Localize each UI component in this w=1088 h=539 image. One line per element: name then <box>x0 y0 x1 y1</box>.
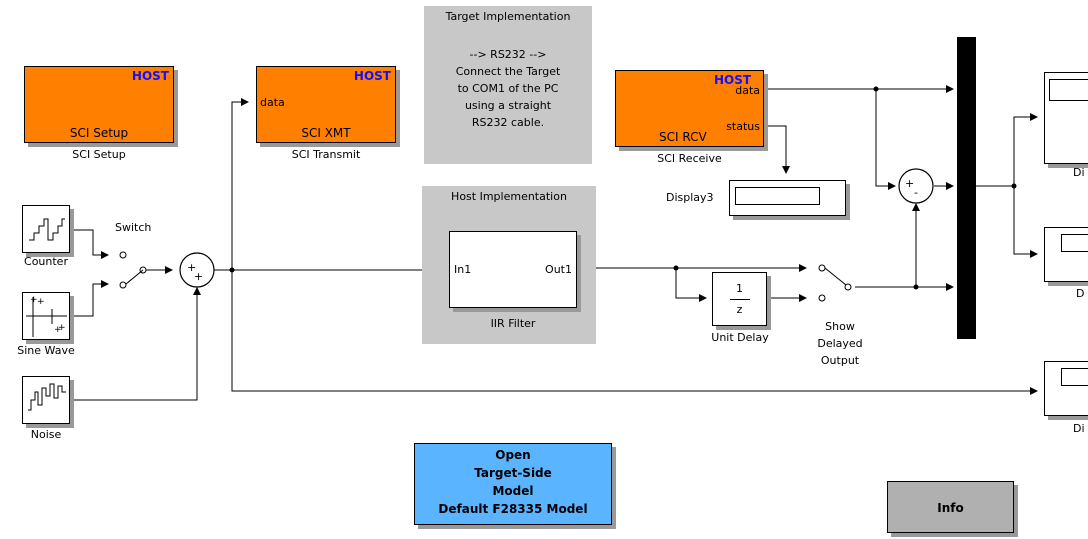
scope-bot-block[interactable] <box>1044 361 1088 416</box>
sci-xmt-caption: SCI Transmit <box>291 148 361 161</box>
line-branch-bottom <box>231 270 1038 395</box>
sine-wave-block[interactable] <box>22 292 70 340</box>
target-area-line: RS232 cable. <box>471 116 545 129</box>
host-area-title: Host Implementation <box>451 190 567 203</box>
junction-dot <box>229 267 235 273</box>
sci-setup-host-label: HOST <box>131 69 169 83</box>
target-area-line: Connect the Target <box>455 65 561 78</box>
sci-setup-block[interactable]: HOST SCI Setup <box>24 66 174 143</box>
unit-delay-caption: Unit Delay <box>711 331 769 344</box>
delayed-switch-glyph <box>818 264 852 302</box>
target-area-line: using a straight <box>464 99 552 112</box>
junction-dot <box>913 284 919 290</box>
target-implementation-area[interactable]: Target Implementation --> RS232 --> Conn… <box>424 6 592 164</box>
line-counter-switch <box>70 229 109 259</box>
scope-mid-caption: D <box>1076 287 1085 300</box>
counter-block[interactable] <box>22 205 70 253</box>
iir-filter-caption: IIR Filter <box>490 317 536 330</box>
line-noise-sum <box>70 287 201 401</box>
sci-setup-title: SCI Setup <box>69 126 129 140</box>
mux-bar <box>957 37 976 339</box>
switch-caption: Switch <box>115 221 152 234</box>
line-mux-scope-mid <box>1013 186 1038 258</box>
svg-text:+: + <box>58 323 66 333</box>
open-target-model-label: Open Target-Side Model Default F28335 Mo… <box>438 448 588 516</box>
sum-main-circle <box>179 252 215 288</box>
scope-top-caption: Di <box>1073 166 1085 179</box>
scope-bot-caption: Di <box>1073 422 1085 435</box>
open-target-model-button[interactable]: Open Target-Side Model Default F28335 Mo… <box>414 443 612 525</box>
scope-mid-block[interactable] <box>1044 227 1088 282</box>
target-area-line: --> RS232 --> <box>469 48 547 61</box>
line-branch-xmt <box>231 98 249 270</box>
sci-rcv-port-data: data <box>735 84 760 97</box>
counter-caption: Counter <box>24 255 68 268</box>
switch-block-glyph <box>119 251 152 289</box>
scope-top-block[interactable] <box>1044 72 1088 164</box>
sci-rcv-host-label: HOST <box>714 73 752 87</box>
iir-filter-port-in: In1 <box>454 263 472 276</box>
sci-setup-caption: SCI Setup <box>72 148 126 161</box>
unit-delay-fraction-bar <box>730 299 750 300</box>
sine-wave-icon: + + + + <box>26 295 67 337</box>
display3-readout <box>735 187 820 205</box>
target-area-title: Target Implementation <box>445 10 571 23</box>
svg-text:+: + <box>54 325 62 335</box>
info-button[interactable]: Info <box>887 481 1014 533</box>
unit-delay-block[interactable]: 1 z <box>712 272 767 326</box>
sine-wave-caption: Sine Wave <box>17 344 75 357</box>
scope-mid-screen <box>1061 234 1088 252</box>
sum-main-sign-bottom: + <box>194 270 203 283</box>
sci-rcv-port-status: status <box>726 120 760 133</box>
junction-dot <box>1011 183 1017 189</box>
info-label: Info <box>937 501 964 515</box>
line-rcv-diff <box>875 89 896 190</box>
sci-rcv-title: SCI RCV <box>659 130 707 144</box>
scope-bot-screen <box>1061 368 1088 386</box>
target-area-line: to COM1 of the PC <box>457 82 559 95</box>
sci-xmt-port-data: data <box>260 96 285 109</box>
sum-main-sign-top: + <box>187 261 196 274</box>
sum-diff-sign-bottom: - <box>914 186 918 199</box>
sum-diff-sign-top: + <box>905 177 914 190</box>
display3-block[interactable] <box>729 180 846 216</box>
svg-text:+: + <box>30 295 38 305</box>
line-iir-delay <box>675 268 707 302</box>
noise-block[interactable] <box>22 376 70 424</box>
junction-dot <box>873 86 879 92</box>
sci-rcv-block[interactable]: HOST data status SCI RCV <box>615 70 764 147</box>
svg-text:+: + <box>37 297 45 307</box>
display3-caption: Display3 <box>666 191 714 204</box>
iir-filter-block[interactable]: In1 Out1 <box>449 231 577 308</box>
sci-xmt-block[interactable]: HOST data SCI XMT <box>256 66 396 143</box>
iir-filter-port-out: Out1 <box>545 263 572 276</box>
sci-xmt-title: SCI XMT <box>301 126 351 140</box>
noise-caption: Noise <box>30 428 62 441</box>
line-rcv-status <box>764 125 790 174</box>
scope-top-screen <box>1049 79 1088 101</box>
noise-icon <box>28 383 66 411</box>
counter-icon <box>29 218 65 241</box>
unit-delay-numerator: 1 <box>736 282 743 295</box>
sum-diff-circle <box>898 168 934 204</box>
sci-xmt-host-label: HOST <box>353 69 391 83</box>
line-mux-scope-top <box>1013 113 1038 186</box>
show-delayed-caption: Show Delayed Output <box>817 320 863 367</box>
junction-dot <box>673 265 679 271</box>
sci-rcv-caption: SCI Receive <box>657 152 722 165</box>
unit-delay-denominator: z <box>736 303 743 316</box>
line-sine-switch <box>70 280 109 317</box>
